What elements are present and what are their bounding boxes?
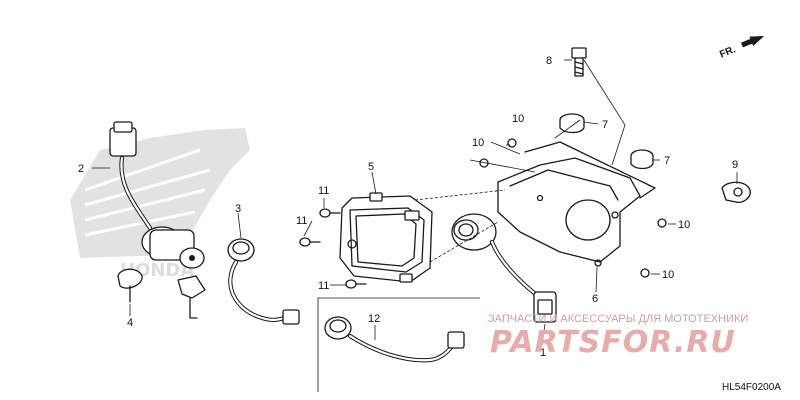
part-ignition-switch [109, 121, 206, 319]
part-cap-with-wire [227, 238, 300, 325]
part-nut-c [657, 218, 667, 228]
callout-2: 2 [78, 163, 84, 175]
callout-10d: 10 [662, 269, 674, 281]
part-clip [721, 181, 751, 204]
callout-8: 8 [546, 55, 552, 67]
part-meter-housing [339, 192, 433, 283]
part-screw-a [319, 208, 341, 218]
watermark-subtitle: ЗАПЧАСТИ И АКСЕССУАРЫ ДЛЯ МОТОТЕХНИКИ [488, 313, 748, 325]
part-12-subassembly [317, 297, 480, 392]
part-meter-bracket [497, 141, 656, 267]
front-direction-indicator: FR. [718, 36, 765, 60]
callout-12: 12 [368, 313, 380, 325]
part-nut-d [640, 268, 650, 278]
leader-lines [92, 59, 738, 346]
diagram-code: HL54F0200A [722, 382, 781, 393]
part-screw-b [299, 237, 321, 247]
callout-11b: 11 [296, 215, 307, 227]
callout-9: 9 [732, 159, 738, 171]
callout-7b: 7 [664, 155, 670, 167]
callout-3: 3 [235, 203, 241, 215]
watermark: ЗАПЧАСТИ И АКСЕССУАРЫ ДЛЯ МОТОТЕХНИКИ PA… [488, 313, 748, 360]
part-grommet-lower [630, 149, 654, 170]
part-harness-main [489, 239, 557, 323]
part-bolt [571, 47, 587, 77]
callout-11c: 11 [318, 280, 329, 292]
callout-1: 1 [540, 347, 546, 359]
callouts: 1 2 3 4 5 6 7 7 8 9 10 10 10 10 11 11 11… [78, 55, 738, 359]
part-socket [451, 213, 497, 251]
callout-7a: 7 [602, 119, 608, 131]
callout-5: 5 [368, 161, 374, 173]
callout-6: 6 [592, 293, 598, 305]
callout-11a: 11 [318, 185, 329, 197]
callout-10a: 10 [512, 113, 524, 125]
part-nut-a [507, 138, 517, 148]
part-grommet-upper [559, 113, 585, 134]
callout-4: 4 [127, 317, 133, 329]
part-screw-c [345, 279, 367, 289]
callout-10c: 10 [678, 219, 690, 231]
callout-10b: 10 [472, 137, 484, 149]
part-key [117, 268, 143, 303]
front-direction-label: FR. [718, 44, 737, 60]
watermark-brand: PARTSFOR.RU [490, 325, 736, 360]
alignment-lines [414, 59, 626, 263]
